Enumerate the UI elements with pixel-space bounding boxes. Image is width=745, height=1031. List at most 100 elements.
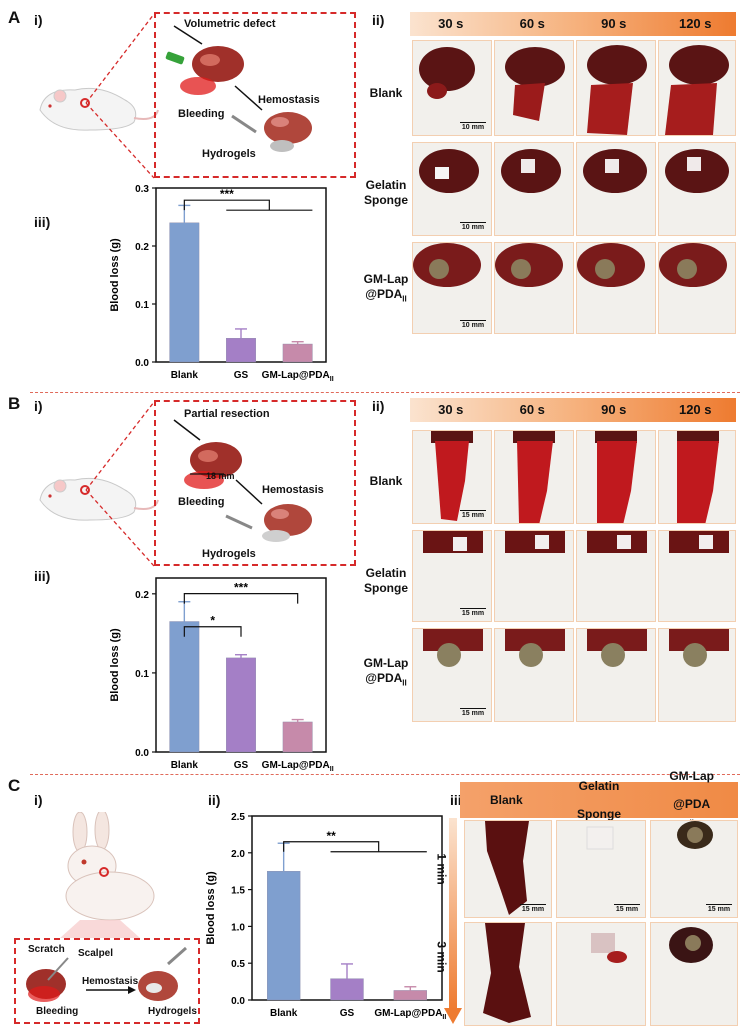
bar bbox=[282, 721, 313, 753]
c-header-gm: GM-Lap@PDAII bbox=[669, 769, 715, 827]
bar bbox=[393, 990, 428, 1001]
y-tick-label: 0.3 bbox=[135, 184, 149, 195]
y-tick-label: 0.2 bbox=[135, 590, 149, 601]
panel-a-iii-label: iii) bbox=[34, 214, 51, 230]
label-scalpel: Scalpel bbox=[78, 948, 114, 959]
y-tick-label: 2.5 bbox=[231, 812, 245, 823]
schematic-box-a bbox=[154, 12, 356, 178]
label-18mm: 18 mm bbox=[206, 471, 235, 481]
panel-b-iii-label: iii) bbox=[34, 568, 51, 584]
photo-b-blank-30s: 15 mm bbox=[412, 430, 492, 524]
panel-c-i-label: i) bbox=[34, 792, 43, 808]
label-scratch: Scratch bbox=[28, 944, 65, 955]
photo-a-blank-120s bbox=[658, 40, 736, 136]
time-bar-a: 30 s 60 s 90 s 120 s bbox=[410, 12, 736, 36]
photo-b-gs-30s: 15 mm bbox=[412, 530, 492, 622]
category-label: GS bbox=[234, 760, 249, 771]
label-hemostasis-a: Hemostasis bbox=[258, 94, 320, 106]
time-label: 90 s bbox=[601, 402, 627, 417]
photo-a-gs-90s bbox=[576, 142, 656, 236]
rat-illustration-b bbox=[39, 477, 159, 521]
liver-schematic-a bbox=[165, 25, 312, 152]
rabbit-illustration bbox=[60, 812, 155, 938]
photo-c-gs-1min: 15 mm bbox=[556, 820, 646, 918]
category-label: GM-Lap@PDAII bbox=[374, 1008, 446, 1021]
significance-label: *** bbox=[220, 187, 234, 201]
panel-b-i-label: i) bbox=[34, 398, 43, 414]
significance-label: ** bbox=[326, 829, 336, 843]
row-label-blank-a: Blank bbox=[369, 86, 403, 100]
photo-b-gs-120s bbox=[658, 530, 736, 622]
significance-bracket bbox=[183, 593, 299, 604]
label-bleeding-a: Bleeding bbox=[178, 108, 225, 120]
time-label: 30 s bbox=[438, 402, 464, 417]
time-label: 60 s bbox=[519, 402, 545, 417]
c-row-label-1min: 1 min bbox=[434, 853, 449, 885]
photo-a-gs-30s: 10 mm bbox=[412, 142, 492, 236]
rat-illustration bbox=[39, 87, 159, 131]
c-header-blank: Blank bbox=[489, 793, 523, 807]
panel-b-ii-label: ii) bbox=[372, 398, 385, 414]
photo-a-blank-90s bbox=[576, 40, 656, 136]
label-bleeding-b: Bleeding bbox=[178, 496, 225, 508]
panel-b-letter: B bbox=[8, 394, 21, 413]
photo-a-gs-120s bbox=[658, 142, 736, 236]
y-tick-label: 0.0 bbox=[135, 748, 149, 759]
photo-c-gm-3min bbox=[650, 922, 738, 1026]
photo-b-gs-90s bbox=[576, 530, 656, 622]
time-label: 120 s bbox=[678, 402, 712, 417]
photo-b-blank-90s bbox=[576, 430, 656, 524]
panel-c-ii-label: ii) bbox=[208, 792, 221, 808]
label-hemostasis-c: Hemostasis bbox=[82, 976, 139, 987]
liver-schematic-b bbox=[173, 419, 312, 542]
schematic-box-c bbox=[14, 938, 200, 1024]
label-hydrogels-c: Hydrogels bbox=[148, 1006, 197, 1017]
bar bbox=[282, 343, 313, 363]
time-bar-b: 30 s 60 s 90 s 120 s bbox=[410, 398, 736, 422]
photo-c-gs-3min bbox=[556, 922, 646, 1026]
c-row-label-3min: 3 min bbox=[434, 941, 449, 973]
photo-a-gs-60s bbox=[494, 142, 574, 236]
y-tick-label: 0.0 bbox=[135, 358, 149, 369]
category-label: Blank bbox=[171, 760, 199, 771]
y-tick-label: 0.2 bbox=[135, 242, 149, 253]
panel-c-letter: C bbox=[8, 776, 21, 795]
panel-a-ii-label: ii) bbox=[372, 12, 385, 28]
photo-c-blank-1min: 15 mm bbox=[464, 820, 552, 918]
time-arrow-icon bbox=[444, 818, 462, 1024]
photo-a-blank-30s: 10 mm bbox=[412, 40, 492, 136]
row-label-gm-b: GM-Lap@PDAII bbox=[363, 656, 409, 688]
photo-b-gm-90s bbox=[576, 628, 656, 722]
bar bbox=[226, 338, 256, 363]
photo-b-gm-60s bbox=[494, 628, 574, 722]
zoom-lines bbox=[85, 13, 155, 179]
photo-a-gm-60s bbox=[494, 242, 574, 334]
divider-ab bbox=[30, 392, 740, 393]
photo-b-blank-60s bbox=[494, 430, 574, 524]
y-tick-label: 0.1 bbox=[135, 669, 149, 680]
significance-bracket bbox=[183, 199, 270, 211]
photo-b-gm-30s: 15 mm bbox=[412, 628, 492, 722]
y-tick-label: 0.5 bbox=[231, 959, 245, 970]
bar bbox=[330, 978, 364, 1001]
category-subscript: II bbox=[330, 376, 334, 383]
row-label-gm-a: GM-Lap@PDAII bbox=[363, 272, 409, 304]
y-tick-label: 0.0 bbox=[231, 996, 245, 1007]
label-hydrogels-a: Hydrogels bbox=[202, 148, 256, 160]
significance-bracket bbox=[183, 626, 242, 637]
significance-label: *** bbox=[234, 581, 248, 595]
category-subscript: II bbox=[330, 766, 334, 773]
label-bleeding-c: Bleeding bbox=[36, 1006, 79, 1017]
photo-b-gs-60s bbox=[494, 530, 574, 622]
bar bbox=[169, 222, 200, 363]
time-label: 30 s bbox=[438, 16, 464, 31]
photo-c-gm-1min: 15 mm bbox=[650, 820, 738, 918]
photo-b-gm-120s bbox=[658, 628, 736, 722]
y-axis-label: Blood loss (g) bbox=[205, 871, 217, 945]
